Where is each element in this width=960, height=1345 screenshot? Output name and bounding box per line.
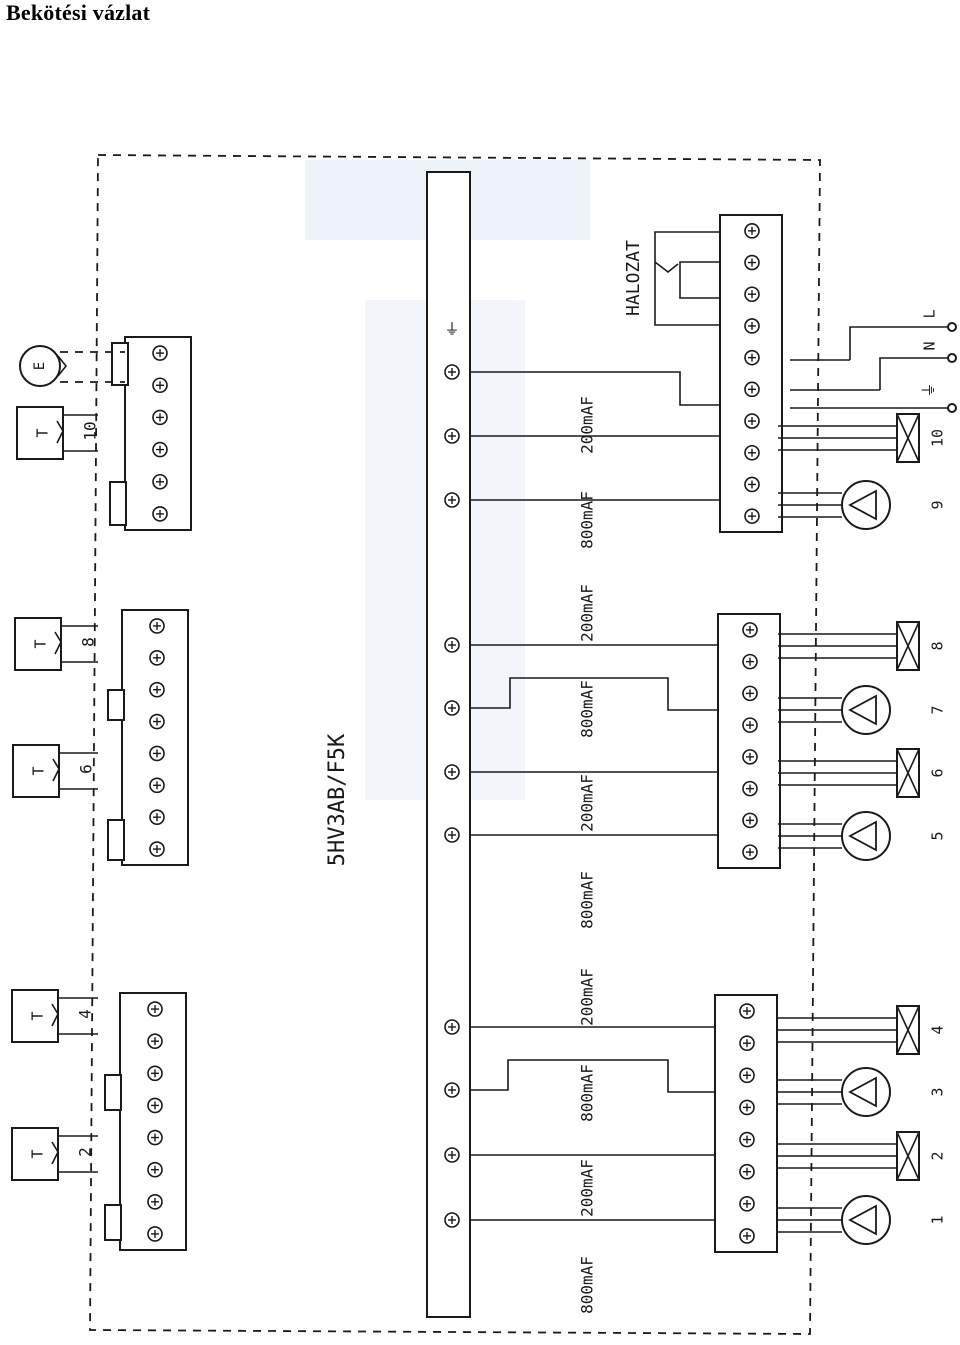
fuse-rating-label: 800mAF bbox=[578, 491, 597, 549]
output-block-1-4 bbox=[714, 994, 778, 1253]
room-thermostat-icon bbox=[12, 744, 60, 798]
zone-number: 8 bbox=[929, 641, 947, 650]
zone-number: 10 bbox=[929, 429, 947, 447]
supply-label-n: N bbox=[921, 341, 939, 350]
earth-symbol: ⏚ bbox=[444, 321, 459, 338]
pump-arrow bbox=[848, 694, 877, 726]
fuse-rating-label: 200mAF bbox=[578, 968, 597, 1026]
supply-terminal-icon bbox=[947, 403, 957, 413]
supply-terminal-icon bbox=[947, 322, 957, 332]
fuse-rating-label: 800mAF bbox=[578, 1256, 597, 1314]
zone-number: 3 bbox=[929, 1087, 947, 1096]
pump-arrow bbox=[848, 489, 877, 521]
thermostat-contact bbox=[56, 420, 64, 444]
thermostat-contact bbox=[52, 758, 60, 782]
supply-wire bbox=[879, 357, 952, 390]
thermostat-contact bbox=[54, 631, 62, 655]
valve-cross bbox=[896, 748, 920, 798]
thermostat-number: 10 bbox=[81, 421, 100, 440]
bridge-link bbox=[104, 1074, 122, 1111]
page-title: Bekötési vázlat bbox=[6, 0, 151, 25]
thermostat-letter: T bbox=[29, 1011, 47, 1020]
supply-terminal-icon bbox=[947, 353, 957, 363]
zone-number: 1 bbox=[929, 1215, 947, 1224]
supply-label-l: L bbox=[921, 309, 939, 318]
valve-cross bbox=[896, 1005, 920, 1055]
fuse-rating-label: 200mAF bbox=[578, 1159, 597, 1217]
fuse-rating-label: 200mAF bbox=[578, 774, 597, 832]
network-wire bbox=[654, 231, 720, 326]
zone-number: 9 bbox=[929, 500, 947, 509]
fuse-rating-label: 800mAF bbox=[578, 1064, 597, 1122]
zone-number: 4 bbox=[929, 1025, 947, 1034]
model-label: 5HV3AB/F5K bbox=[325, 733, 350, 866]
bridge-link bbox=[104, 1204, 122, 1241]
bus-wire bbox=[470, 1059, 715, 1093]
zone-number: 5 bbox=[929, 831, 947, 840]
zone-number: 6 bbox=[929, 768, 947, 777]
thermostat-letter: T bbox=[32, 639, 50, 648]
bus-wire bbox=[470, 371, 720, 406]
thermostat-contact bbox=[51, 1003, 59, 1027]
network-contact bbox=[654, 261, 679, 274]
main-bus-bar bbox=[426, 171, 471, 1318]
thermostat-letter: T bbox=[29, 1149, 47, 1158]
supply-wire bbox=[849, 326, 952, 360]
valve-cross bbox=[896, 1131, 920, 1181]
bus-wire bbox=[470, 677, 718, 711]
terminal-block-5-8 bbox=[121, 609, 189, 866]
fuse-rating-label: 800mAF bbox=[578, 680, 597, 738]
room-thermostat-icon bbox=[11, 989, 59, 1043]
pump-arrow bbox=[848, 1076, 877, 1108]
clock-letter: E bbox=[32, 362, 48, 370]
thermostat-contact bbox=[51, 1141, 59, 1165]
thermostat-number: 2 bbox=[76, 1147, 95, 1157]
room-thermostat-icon bbox=[16, 406, 64, 460]
terminal-block-9-10 bbox=[124, 336, 192, 531]
zone-number: 2 bbox=[929, 1151, 947, 1160]
thermostat-letter: T bbox=[30, 766, 48, 775]
thermostat-number: 4 bbox=[76, 1009, 95, 1019]
pump-arrow bbox=[848, 820, 877, 852]
zone-number: 7 bbox=[929, 705, 947, 714]
room-thermostat-icon bbox=[14, 617, 62, 671]
enclosure-border bbox=[89, 154, 821, 1335]
pump-arrow bbox=[848, 1204, 877, 1236]
timer-clock-icon bbox=[19, 345, 61, 387]
output-block-5-8 bbox=[717, 613, 781, 869]
fuse-rating-label: 200mAF bbox=[578, 584, 597, 642]
bridge-link bbox=[109, 481, 127, 526]
thermostat-number: 6 bbox=[77, 764, 96, 774]
fuse-rating-label: 800mAF bbox=[578, 871, 597, 929]
room-thermostat-icon bbox=[11, 1127, 59, 1181]
thermostat-number: 8 bbox=[79, 637, 98, 647]
thermostat-letter: T bbox=[34, 428, 52, 437]
terminal-block-1-4 bbox=[119, 992, 187, 1251]
bridge-link bbox=[107, 689, 125, 721]
fuse-rating-label: 200mAF bbox=[578, 396, 597, 454]
bridge-link bbox=[111, 342, 129, 386]
supply-earth-icon: ⏚ bbox=[920, 382, 937, 397]
valve-cross bbox=[896, 621, 920, 671]
network-wire bbox=[679, 261, 720, 299]
clock-contact bbox=[57, 355, 68, 377]
network-label: HALOZAT bbox=[623, 240, 644, 316]
bridge-link bbox=[107, 819, 125, 861]
valve-cross bbox=[896, 413, 920, 463]
